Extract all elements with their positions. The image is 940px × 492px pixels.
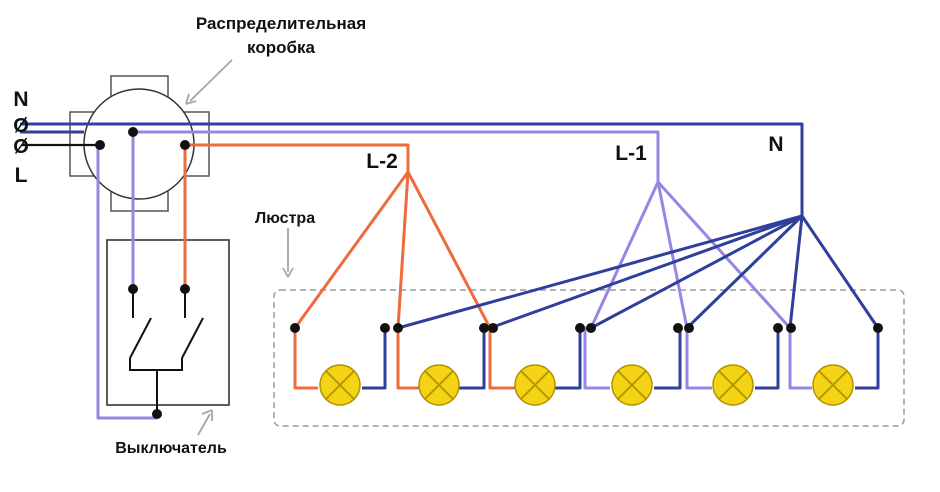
junction-box-label-line1: Распределительная	[196, 14, 366, 33]
lamp-4	[611, 364, 653, 406]
line-terminal-symbol: Ø	[13, 136, 29, 158]
line-input-label: L	[15, 164, 28, 187]
switch-box	[106, 239, 230, 406]
lamp-5	[712, 364, 754, 406]
lamp-1	[319, 364, 361, 406]
lamp-3	[514, 364, 556, 406]
neutral-wires	[20, 122, 880, 390]
chandelier-enclosure	[273, 289, 905, 427]
lamp-6	[812, 364, 854, 406]
line2-label: L-2	[366, 150, 398, 173]
switch-label: Выключатель	[115, 440, 227, 457]
neutral-terminal-symbol: Ø	[13, 115, 29, 137]
connection-dots	[95, 127, 883, 419]
lamp-2	[418, 364, 460, 406]
line2-wires	[183, 143, 515, 390]
pointer-arrows	[185, 59, 294, 436]
line1-label: L-1	[615, 142, 647, 165]
neutral-input-label: N	[13, 88, 28, 111]
switch-contacts	[129, 289, 204, 414]
chandelier-label: Люстра	[255, 210, 315, 227]
neutral-group-label: N	[768, 133, 783, 156]
junction-box-label-line2: коробка	[247, 38, 315, 57]
